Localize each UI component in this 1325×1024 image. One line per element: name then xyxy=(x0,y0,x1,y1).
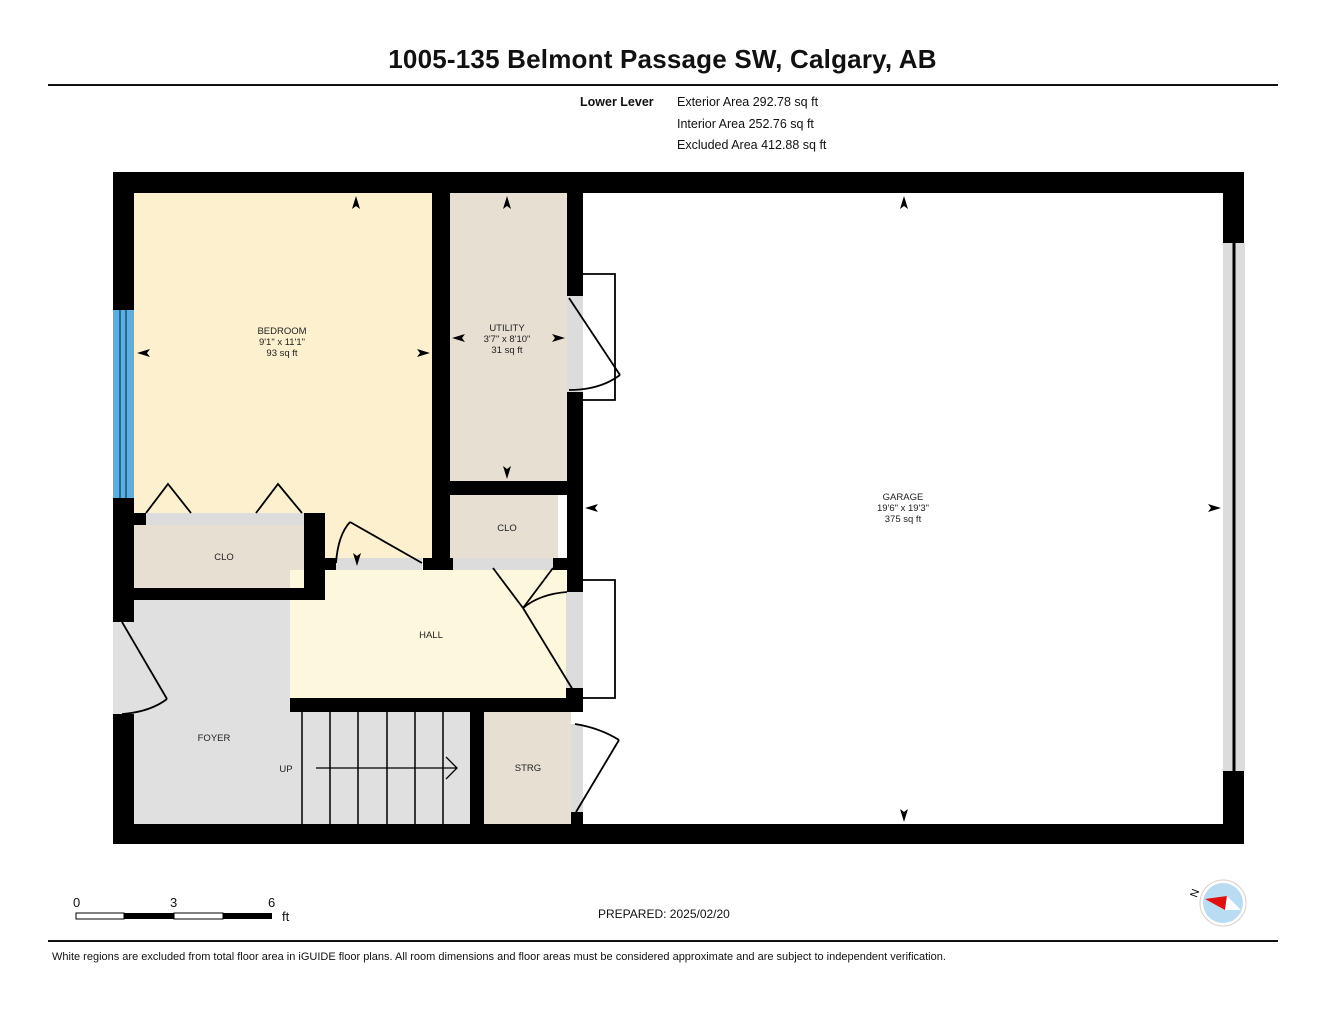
dimension-arrows xyxy=(137,196,1221,822)
excluded-area: Excluded Area 412.88 sq ft xyxy=(677,138,827,152)
compass-north-label: N xyxy=(1188,888,1202,900)
clo-bedroom-label: CLO xyxy=(214,552,234,563)
hall-label: HALL xyxy=(419,630,443,641)
utility-area: 31 sq ft xyxy=(491,345,523,356)
prepared-date: PREPARED: 2025/02/20 xyxy=(598,907,730,921)
bedroom-closet-opening xyxy=(146,513,304,525)
garage-area: 375 sq ft xyxy=(885,514,922,525)
scale-tick-3: 3 xyxy=(170,895,178,910)
utility-door-opening xyxy=(567,296,583,392)
foyer-label: FOYER xyxy=(198,733,231,744)
stairs-up-arrow xyxy=(316,756,458,780)
scale-unit: ft xyxy=(282,909,290,924)
storage-label: STRG xyxy=(515,763,541,774)
hall-fill xyxy=(290,570,566,698)
walls xyxy=(113,172,1244,844)
storage-fill xyxy=(484,712,571,824)
bedroom-area: 93 sq ft xyxy=(266,348,298,359)
footer-divider xyxy=(48,940,1278,942)
bedroom-name: BEDROOM xyxy=(257,326,306,337)
bedroom-fill xyxy=(134,193,432,558)
garage-name: GARAGE xyxy=(883,492,924,503)
clo-bedroom-fill xyxy=(134,525,304,588)
door-swings xyxy=(121,273,621,813)
utility-fill xyxy=(450,193,567,481)
scale-tick-6: 6 xyxy=(268,895,276,910)
foyer-fill xyxy=(134,600,304,824)
stairs-up-label: UP xyxy=(279,764,292,775)
level-label: Lower Lever xyxy=(580,95,654,109)
exterior-area: Exterior Area 292.78 sq ft xyxy=(677,95,819,109)
interior-area: Interior Area 252.76 sq ft xyxy=(677,117,814,131)
utility-name: UTILITY xyxy=(489,323,525,334)
compass-icon: N xyxy=(1188,879,1247,927)
bedroom-door-opening xyxy=(336,558,422,570)
hall-garage-opening xyxy=(566,592,583,688)
utility-dims: 3'7" x 8'10" xyxy=(484,334,531,345)
foyer-fill-left xyxy=(113,622,134,714)
bedroom-dims: 9'1" x 11'1" xyxy=(259,337,305,348)
utility-closet-opening xyxy=(453,558,553,570)
bedroom-window xyxy=(113,310,134,498)
scale-tick-0: 0 xyxy=(73,895,81,910)
header-divider xyxy=(48,84,1278,86)
clo-utility-fill xyxy=(443,495,558,558)
disclaimer: White regions are excluded from total fl… xyxy=(52,951,946,963)
clo-utility-label: CLO xyxy=(497,523,517,534)
storage-door-opening xyxy=(571,724,583,812)
page-title: 1005-135 Belmont Passage SW, Calgary, AB xyxy=(388,44,937,74)
garage-dims: 19'6" x 19'3" xyxy=(877,503,929,514)
